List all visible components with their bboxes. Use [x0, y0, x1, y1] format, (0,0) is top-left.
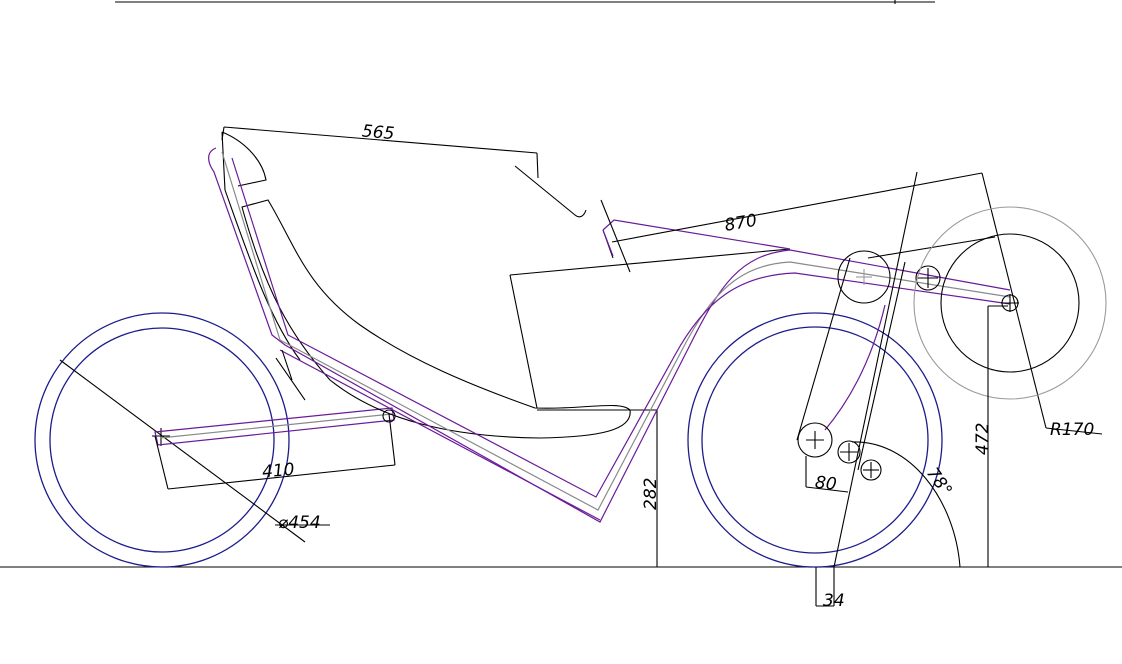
seat-length-dimension	[221, 126, 539, 179]
frame-length-label: 870	[723, 211, 758, 236]
seat-support	[509, 248, 791, 567]
rear-wheel	[34, 312, 330, 568]
frame-length-dimension	[611, 172, 1103, 435]
front-chain-segment	[600, 199, 791, 273]
crank-radius-label: R170	[1050, 420, 1094, 440]
chainstay-label: 410	[261, 460, 295, 483]
front-wheel	[687, 312, 943, 568]
idler-pulleys	[837, 265, 941, 481]
pedal-height-dimension	[987, 305, 1008, 567]
trail-dimension	[815, 567, 835, 607]
idler-offset-dimension	[805, 456, 849, 493]
chainstay	[154, 407, 396, 490]
fork	[796, 171, 996, 568]
top-dimension-fragment	[115, 0, 935, 4]
main-frame-tube	[208, 147, 1011, 523]
seat-length-label: 565	[361, 121, 395, 144]
pedal-height-label: 472	[973, 423, 993, 455]
fork-angle-label: 78°	[922, 464, 956, 500]
seat-hook-line	[514, 165, 587, 218]
seat-outline	[221, 131, 631, 439]
trail-label: 34	[823, 591, 845, 611]
seat-height-label: 282	[641, 478, 661, 510]
wheel-diameter-label: ⌀454	[278, 513, 321, 533]
fork-angle-arc	[851, 441, 961, 568]
idler-offset-label: 80	[814, 473, 838, 495]
crankset	[913, 206, 1107, 400]
